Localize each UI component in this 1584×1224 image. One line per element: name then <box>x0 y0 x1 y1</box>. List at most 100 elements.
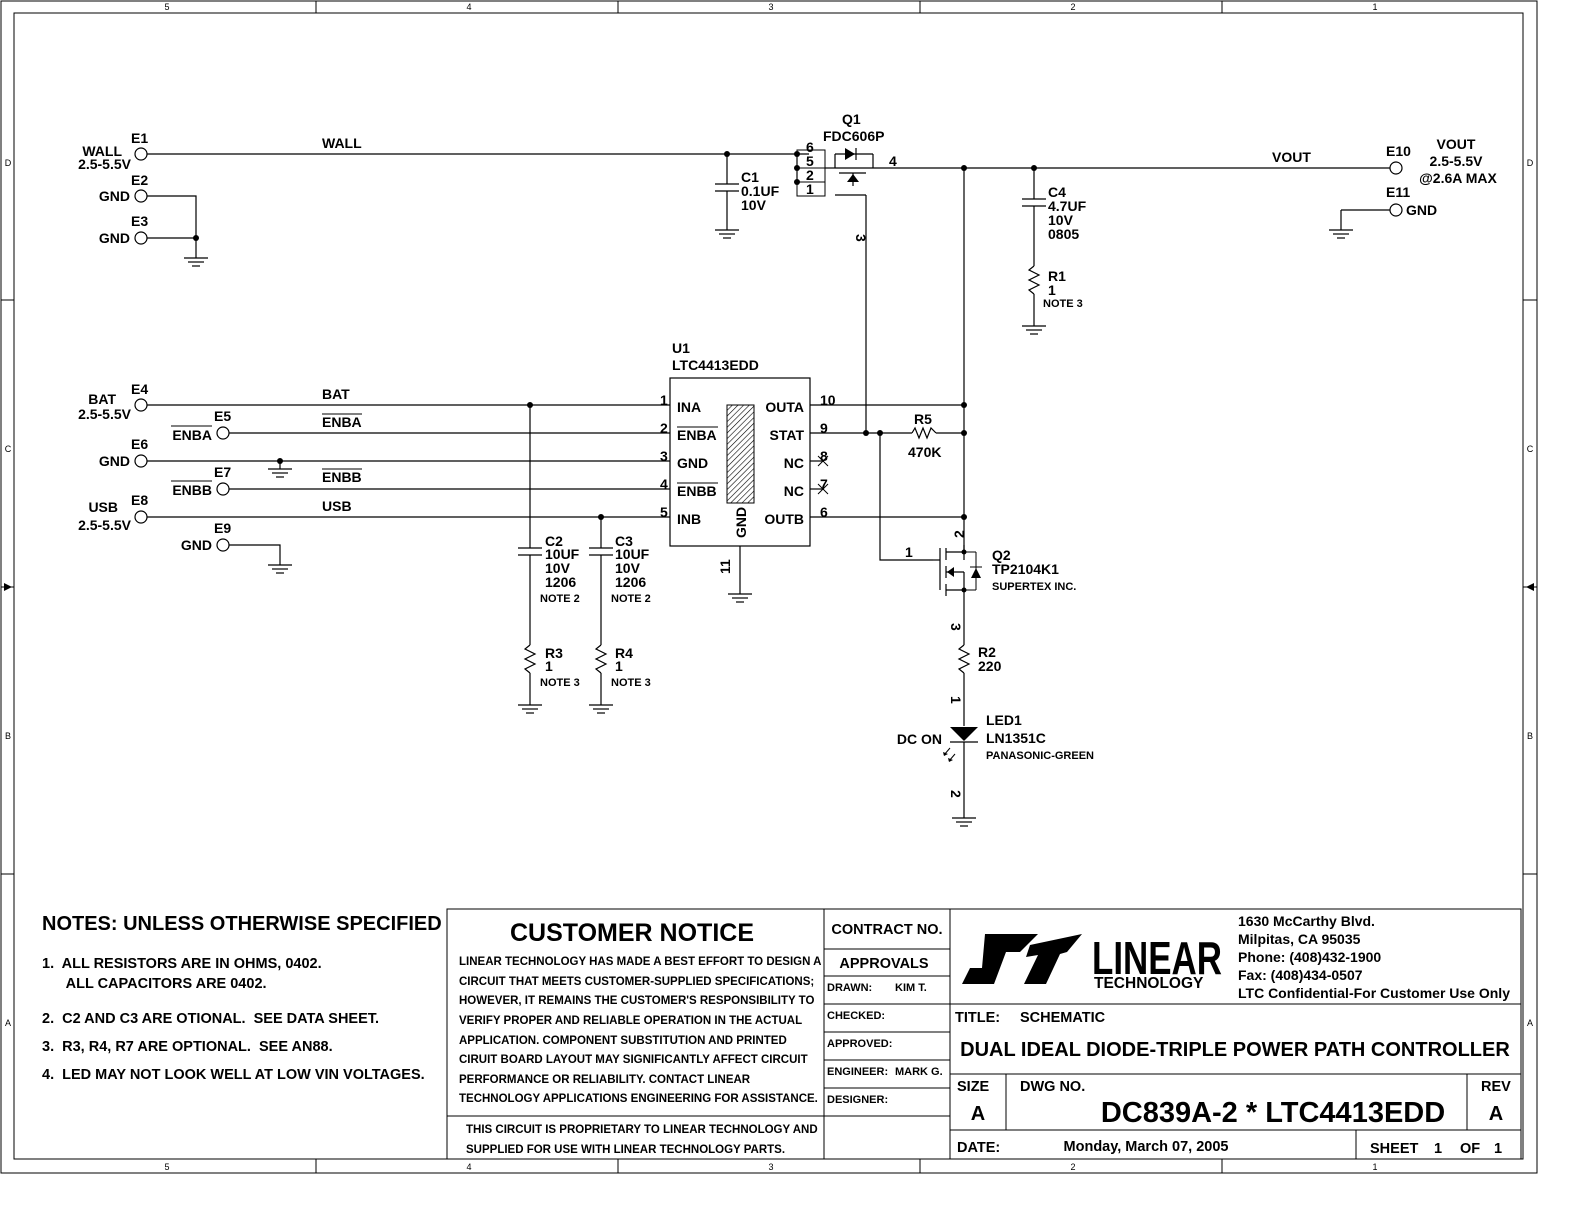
terminal-ref: E10 <box>1386 143 1411 159</box>
resistor-r5[interactable]: R5 470K <box>908 411 941 460</box>
q2-manufacturer: SUPERTEX INC. <box>992 581 1076 593</box>
net-label-wall: WALL <box>322 135 362 151</box>
u1-pin-num: 5 <box>660 504 668 520</box>
u1-pin-name: INB <box>677 511 701 527</box>
note-item: 1. ALL RESISTORS ARE IN OHMS, 0402. <box>42 956 322 972</box>
wires-input-gnd <box>147 195 209 267</box>
sheet-label: SHEET <box>1370 1141 1418 1157</box>
customer-notice-title: CUSTOMER NOTICE <box>510 919 754 947</box>
resistor-r1[interactable]: R1 1 NOTE 3 <box>1021 265 1083 335</box>
size-value: A <box>971 1103 985 1125</box>
net-label-enbb: ENBB <box>322 469 362 485</box>
terminal-ref: E7 <box>214 464 231 480</box>
notes-block: NOTES: UNLESS OTHERWISE SPECIFIED 1. ALL… <box>42 913 442 1083</box>
mosfet-q1[interactable]: Q1 FDC606P 6 5 2 1 4 3 <box>794 111 897 432</box>
terminal-net: VOUT <box>1437 136 1476 152</box>
border-col-label: 1 <box>1372 2 1377 12</box>
resistor-r3[interactable]: R3 1 NOTE 3 <box>517 644 580 714</box>
drawn-label: DRAWN: <box>827 982 872 994</box>
terminal-ref: E5 <box>214 408 231 424</box>
u1-pin-name: STAT <box>770 427 805 443</box>
q2-part: TP2104K1 <box>992 561 1059 577</box>
capacitor-c3[interactable]: C3 10UF 10V 1206 NOTE 2 <box>589 514 651 645</box>
terminal-e6[interactable]: E6 GND <box>99 436 148 469</box>
capacitor-c4[interactable]: C4 4.7UF 10V 0805 <box>1022 168 1087 266</box>
c3-value: 10UF <box>615 546 650 562</box>
q1-pin: 1 <box>806 181 814 197</box>
border-row-label: D <box>1527 158 1534 168</box>
q1-pin: 2 <box>806 167 814 183</box>
led1-part: LN1351C <box>986 730 1046 746</box>
led1-pin: 2 <box>948 790 964 798</box>
border-col-label: 4 <box>466 2 471 12</box>
led-led1[interactable]: 1 2 DC ON LED1 LN1351C PANASONIC-GREEN <box>897 696 1094 827</box>
u1-ref: U1 <box>672 340 690 356</box>
customer-notice-line: LINEAR TECHNOLOGY HAS MADE A BEST EFFORT… <box>459 956 821 968</box>
note-item: ALL CAPACITORS ARE 0402. <box>42 976 267 992</box>
r2-value: 220 <box>978 658 1002 674</box>
q1-ref: Q1 <box>842 111 861 127</box>
r3-note: NOTE 3 <box>540 677 580 689</box>
q1-pin: 5 <box>806 153 814 169</box>
border-col-label: 3 <box>768 2 773 12</box>
u1-pad-pin: 11 <box>717 559 733 574</box>
capacitor-c1[interactable]: C1 0.1UF 10V <box>714 151 780 239</box>
contract-label: CONTRACT NO. <box>831 922 942 938</box>
sheet-number: 1 <box>1434 1141 1442 1157</box>
r4-value: 1 <box>615 658 623 674</box>
terminal-e8[interactable]: E8 USB 2.5-5.5V <box>78 492 148 533</box>
terminal-e1[interactable]: E1 WALL 2.5-5.5V <box>78 130 148 172</box>
u1-pin-num: 8 <box>820 448 828 464</box>
u1-pin-num: 9 <box>820 420 828 436</box>
q1-pin: 4 <box>889 153 897 169</box>
title-label: TITLE: <box>955 1010 1000 1026</box>
wires-u1-outputs <box>810 402 967 561</box>
approvals-label: APPROVALS <box>839 956 928 972</box>
led1-label: DC ON <box>897 731 942 747</box>
resistor-r4[interactable]: R4 1 NOTE 3 <box>588 644 651 714</box>
terminal-e9[interactable]: E9 GND <box>181 520 293 574</box>
sheet-total: 1 <box>1494 1141 1502 1157</box>
u1-pin-num: 1 <box>660 392 668 408</box>
c3-ref: C3 <box>615 533 633 549</box>
u1-pad-label: GND <box>733 507 749 538</box>
terminal-net: GND <box>1406 202 1437 218</box>
terminal-ref: E4 <box>131 381 148 397</box>
q1-pin: 6 <box>806 139 814 155</box>
border-row-label: C <box>5 444 12 454</box>
terminal-e2[interactable]: E2 GND <box>99 172 148 204</box>
u1-part: LTC4413EDD <box>672 357 759 373</box>
ic-u1[interactable]: U1 LTC4413EDD GND 11 INA ENBA GND ENBB I… <box>660 340 836 603</box>
resistor-r2[interactable]: R2 220 <box>957 644 1002 726</box>
customer-notice-line: CIRUIT BOARD LAYOUT MAY SIGNIFICANTLY AF… <box>459 1054 808 1066</box>
c2-note: NOTE 2 <box>540 593 580 605</box>
note-item: 2. C2 AND C3 ARE OTIONAL. SEE DATA SHEET… <box>42 1011 379 1027</box>
customer-notice-line: PERFORMANCE OR RELIABILITY. CONTACT LINE… <box>459 1074 751 1086</box>
terminal-e11[interactable]: E11 GND <box>1328 184 1437 239</box>
terminal-ref: E9 <box>214 520 231 536</box>
terminal-e3[interactable]: E3 GND <box>99 213 148 246</box>
led1-pin: 1 <box>948 696 964 704</box>
terminal-e10[interactable]: E10 VOUT 2.5-5.5V @2.6A MAX <box>1386 136 1498 186</box>
border-col-label: 3 <box>768 1162 773 1172</box>
terminal-e5[interactable]: E5 ENBA <box>171 408 231 443</box>
mosfet-q2[interactable]: 1 2 3 Q2 TP2104K1 SUPERTEX INC. <box>905 530 1076 645</box>
terminal-e7[interactable]: E7 ENBB <box>171 464 231 498</box>
terminal-e4[interactable]: E4 BAT 2.5-5.5V <box>78 381 148 422</box>
u1-pin-name: NC <box>784 455 804 471</box>
terminal-net: GND <box>99 453 130 469</box>
net-label-bat: BAT <box>322 386 350 402</box>
capacitor-c2[interactable]: C2 10UF 10V 1206 NOTE 2 <box>518 402 580 645</box>
border-row-label: C <box>1527 444 1534 454</box>
c4-voltage: 10V <box>1048 212 1074 228</box>
led1-manufacturer: PANASONIC-GREEN <box>986 750 1094 762</box>
r1-value: 1 <box>1048 282 1056 298</box>
terminal-range: 2.5-5.5V <box>1430 153 1484 169</box>
c2-voltage: 10V <box>545 560 571 576</box>
border-col-label: 1 <box>1372 1162 1377 1172</box>
q1-pin: 3 <box>853 234 869 242</box>
c4-value: 4.7UF <box>1048 198 1087 214</box>
border-row-label: A <box>1527 1018 1533 1028</box>
terminal-ref: E2 <box>131 172 148 188</box>
